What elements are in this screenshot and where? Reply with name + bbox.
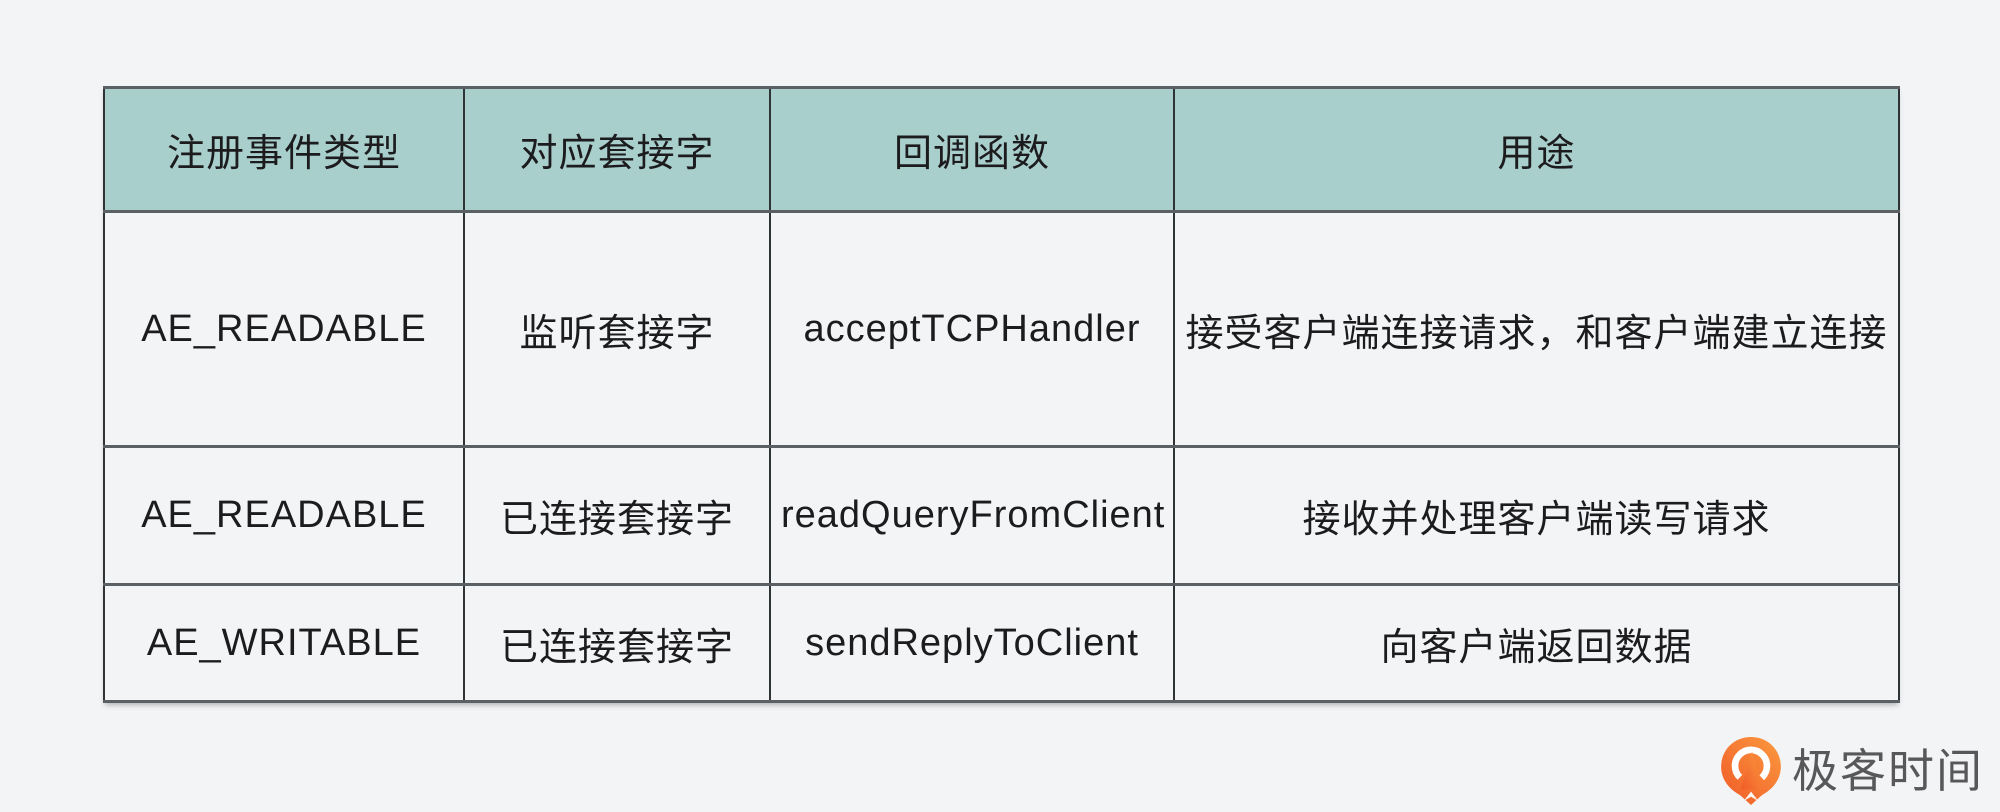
geektime-logo-text: 极客时间 [1792, 745, 1984, 797]
cell-socket: 已连接套接字 [463, 445, 771, 586]
cell-purpose: 接收并处理客户端读写请求 [1173, 445, 1900, 586]
header-cell-socket: 对应套接字 [463, 86, 771, 213]
cell-event-type: AE_READABLE [103, 210, 465, 448]
header-cell-purpose: 用途 [1173, 86, 1900, 213]
table-row: AE_READABLE 监听套接字 acceptTCPHandler 接受客户端… [103, 210, 1900, 448]
cell-socket: 已连接套接字 [463, 583, 771, 703]
header-cell-callback: 回调函数 [769, 86, 1175, 213]
cell-purpose: 向客户端返回数据 [1173, 583, 1900, 703]
event-table-container: 注册事件类型 对应套接字 回调函数 用途 AE_READABLE 监听套接字 a… [103, 86, 1900, 703]
cell-event-type: AE_READABLE [103, 445, 465, 586]
event-handler-table: 注册事件类型 对应套接字 回调函数 用途 AE_READABLE 监听套接字 a… [103, 86, 1900, 703]
cell-purpose: 接受客户端连接请求，和客户端建立连接 [1173, 210, 1900, 448]
cell-callback: acceptTCPHandler [769, 210, 1175, 448]
table-row: AE_WRITABLE 已连接套接字 sendReplyToClient 向客户… [103, 583, 1900, 703]
cell-callback: readQueryFromClient [769, 445, 1175, 586]
cell-event-type: AE_WRITABLE [103, 583, 465, 703]
geektime-pin-icon [1721, 737, 1781, 805]
geektime-logo: 极客时间 [1718, 736, 1984, 806]
table-row: AE_READABLE 已连接套接字 readQueryFromClient 接… [103, 445, 1900, 586]
cell-callback: sendReplyToClient [769, 583, 1175, 703]
table-header-row: 注册事件类型 对应套接字 回调函数 用途 [103, 86, 1900, 213]
header-cell-event-type: 注册事件类型 [103, 86, 465, 213]
cell-socket: 监听套接字 [463, 210, 771, 448]
